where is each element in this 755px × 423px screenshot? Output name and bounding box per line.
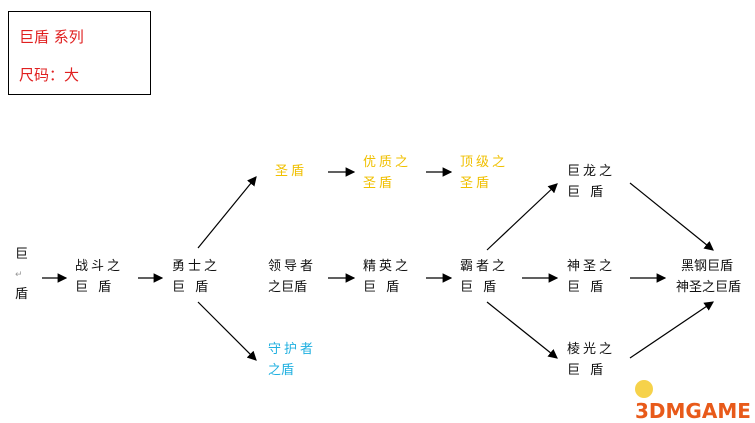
node-line: 巨 盾 — [567, 363, 607, 378]
node-line: 守护者 — [268, 342, 317, 357]
node-line: 战斗之 — [75, 259, 124, 274]
legend-series: 巨盾 系列 — [19, 28, 84, 46]
mascot-icon — [635, 379, 653, 398]
node-line: 顶级之 — [460, 155, 509, 170]
node-line: 巨 盾 — [75, 280, 115, 295]
arrow — [486, 301, 558, 359]
node-line: 巨 盾 — [363, 280, 403, 295]
node-zhandou: 战斗之巨 盾 — [75, 256, 123, 298]
arrow — [197, 176, 257, 249]
node-line: 精英之 — [363, 259, 412, 274]
arrow — [629, 301, 714, 359]
node-line: 巨 盾 — [567, 280, 607, 295]
node-lingdao: 领导者之巨盾 — [268, 256, 316, 298]
legend-size: 尺码：大 — [19, 66, 80, 84]
node-line: 巨 — [15, 247, 32, 262]
node-youzhi: 优质之圣盾 — [363, 152, 411, 194]
node-dingji: 顶级之圣盾 — [460, 152, 508, 194]
node-line: 巨 盾 — [460, 280, 500, 295]
node-line: 巨 盾 — [172, 280, 212, 295]
node-shengdun: 圣盾 — [275, 161, 307, 182]
node-lengguang: 棱光之巨 盾 — [567, 339, 615, 381]
node-shensheng: 神圣之巨 盾 — [567, 256, 615, 298]
watermark-logo: 3DMGAME — [635, 375, 755, 423]
node-line: 棱光之 — [567, 342, 616, 357]
node-shouhu: 守护者之盾 — [268, 339, 316, 381]
node-line: 巨 盾 — [567, 185, 607, 200]
node-yongshi: 勇士之巨 盾 — [172, 256, 220, 298]
node-line: 之巨盾 — [268, 280, 308, 295]
node-line: 黑钢巨盾 — [681, 259, 734, 274]
arrow — [197, 301, 257, 361]
node-line: 勇士之 — [172, 259, 221, 274]
node-line: 圣盾 — [275, 164, 308, 179]
node-line: 神圣之巨盾 — [676, 280, 742, 295]
node-jingying: 精英之巨 盾 — [363, 256, 411, 298]
node-line: 领导者 — [268, 259, 317, 274]
node-line: 圣盾 — [460, 176, 493, 191]
node-bazhe: 霸者之巨 盾 — [460, 256, 508, 298]
arrow — [486, 183, 558, 251]
watermark-text: 3DMGAME — [635, 399, 751, 423]
arrow — [629, 182, 714, 251]
node-start: 巨 ↵ 盾 — [15, 245, 31, 305]
node-final: 黑钢巨盾神圣之巨盾 — [676, 256, 741, 298]
node-line: 神圣之 — [567, 259, 616, 274]
node-julong: 巨龙之巨 盾 — [567, 161, 615, 203]
arrows — [42, 167, 714, 361]
node-line: 巨龙之 — [567, 164, 616, 179]
legend-box: 巨盾 系列 尺码：大 — [8, 11, 151, 95]
node-line: ↵ — [15, 270, 23, 280]
node-line: 优质之 — [363, 155, 412, 170]
node-line: 之盾 — [268, 363, 295, 378]
node-line: 圣盾 — [363, 176, 396, 191]
node-line: 盾 — [15, 287, 32, 302]
node-line: 霸者之 — [460, 259, 509, 274]
